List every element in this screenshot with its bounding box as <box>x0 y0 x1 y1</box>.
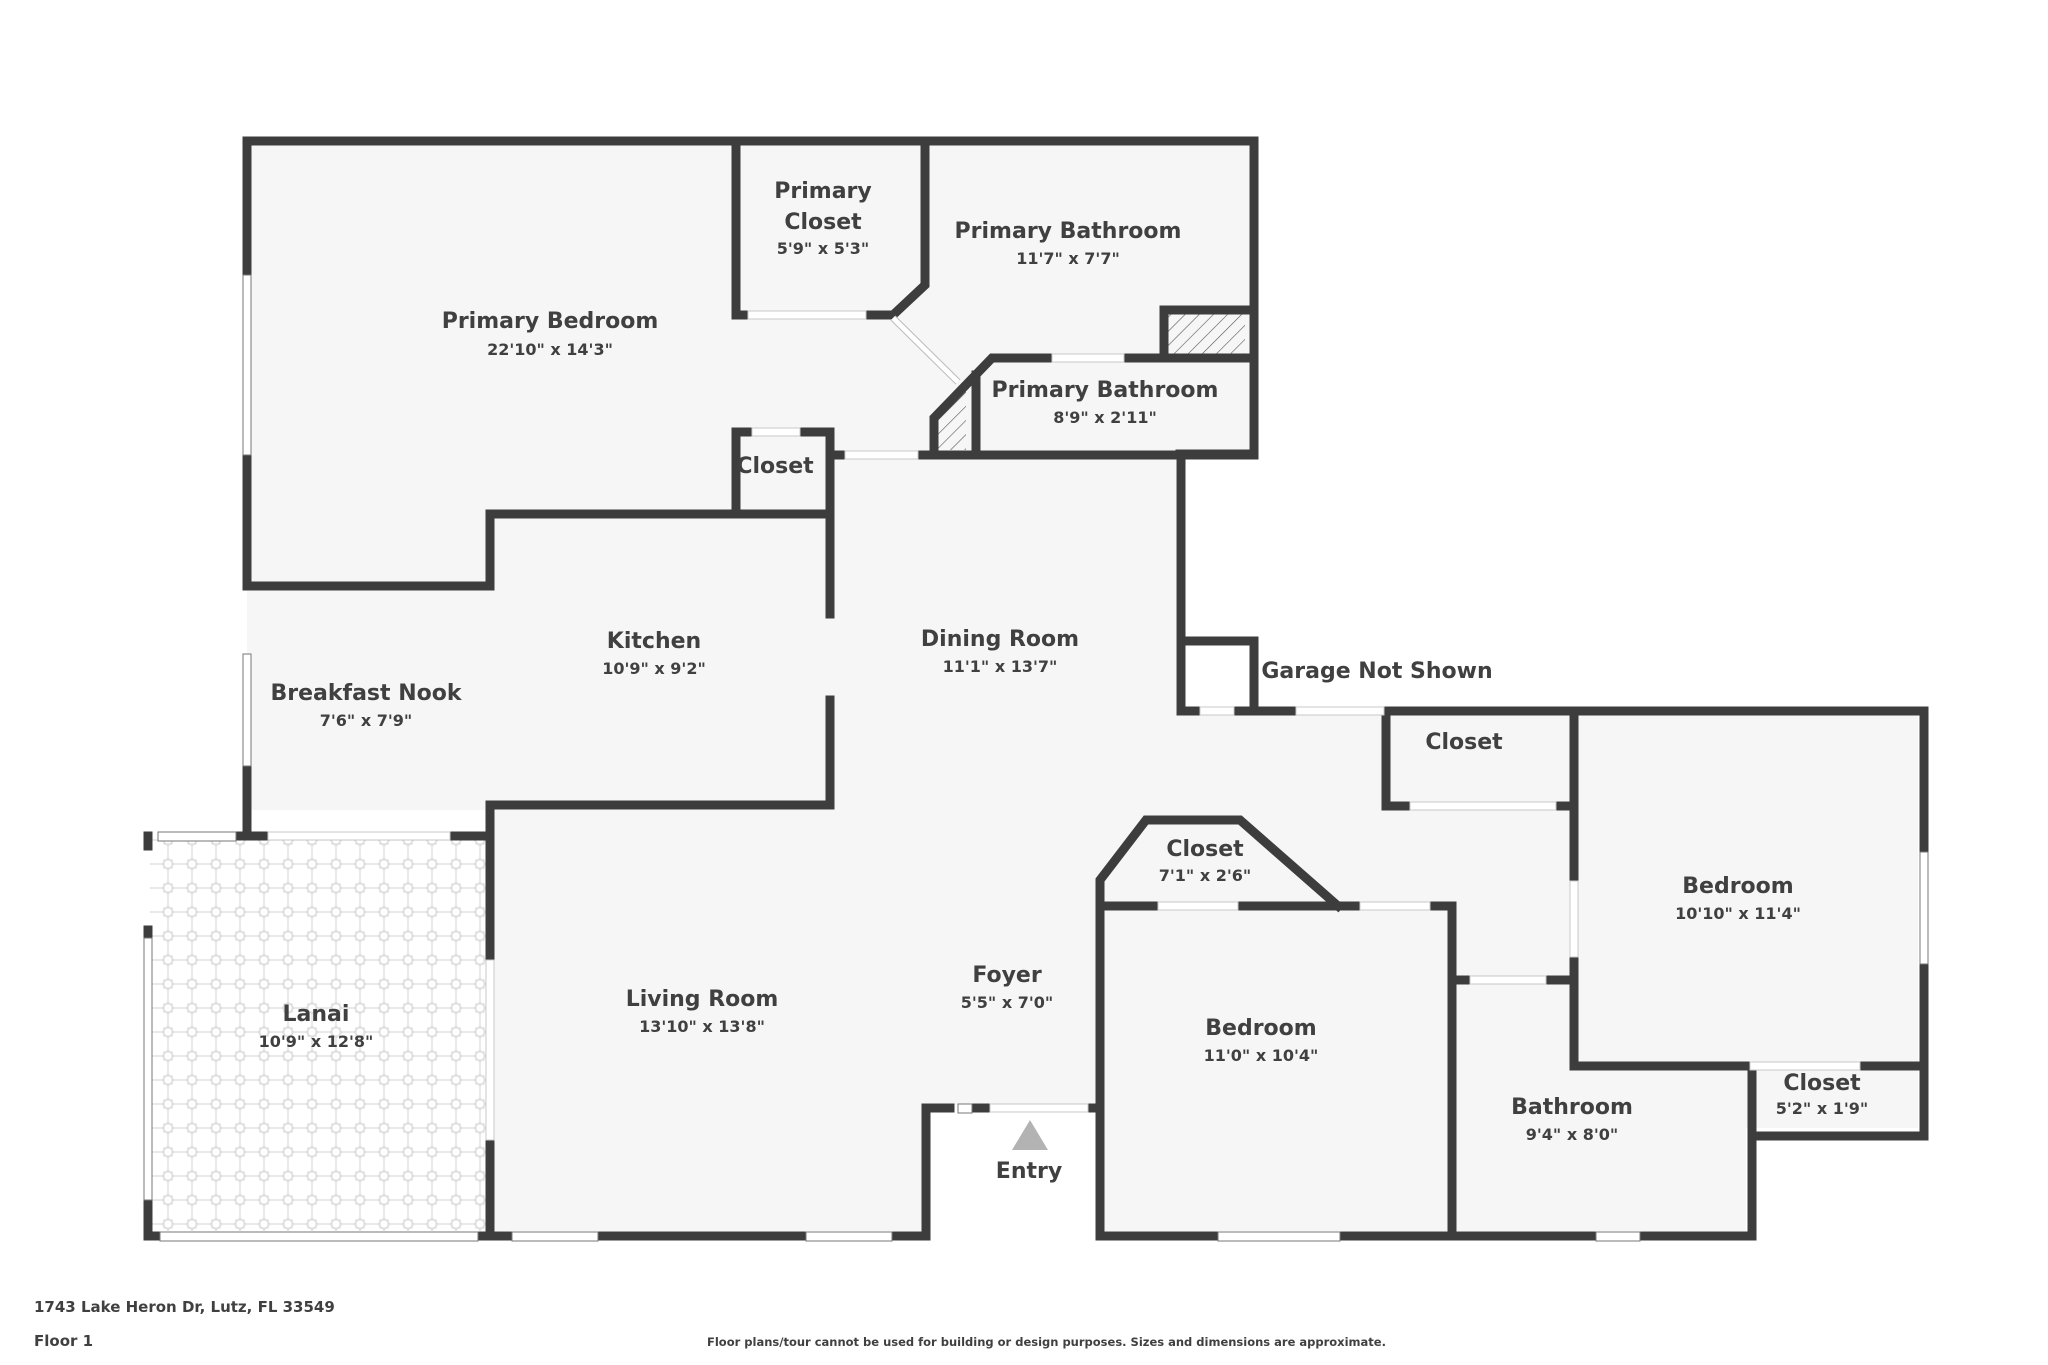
room-dim-primary-bedroom: 22'10" x 14'3" <box>487 340 613 359</box>
window-living-right <box>805 1231 893 1242</box>
room-dim-dining-room: 11'1" x 13'7" <box>943 657 1058 676</box>
room-dim-closet-angled: 7'1" x 2'6" <box>1159 866 1251 885</box>
lanai-tile-floor <box>150 832 488 1231</box>
window-breakfast-nook <box>242 653 252 767</box>
property-address: 1743 Lake Heron Dr, Lutz, FL 33549 <box>34 1298 335 1316</box>
floor-label: Floor 1 <box>34 1332 94 1350</box>
entry-label: Entry <box>996 1159 1062 1184</box>
window-primary-bedroom <box>242 274 252 456</box>
room-dim-primary-bathroom-2: 8'9" x 2'11" <box>1053 408 1157 427</box>
room-name-primary-bathroom-1: Primary Bathroom <box>955 219 1182 244</box>
window-bathroom <box>1595 1231 1641 1242</box>
room-name-breakfast-nook: Breakfast Nook <box>271 681 463 706</box>
entry-arrow-icon <box>1012 1120 1048 1150</box>
window-entry <box>957 1103 973 1114</box>
room-dim-kitchen: 10'9" x 9'2" <box>602 659 706 678</box>
room-dim-bedroom-center: 11'0" x 10'4" <box>1204 1046 1319 1065</box>
room-dim-foyer: 5'5" x 7'0" <box>961 993 1053 1012</box>
room-dim-living-room: 13'10" x 13'8" <box>639 1017 765 1036</box>
room-name-bedroom-right: Bedroom <box>1682 874 1793 899</box>
windows <box>143 274 1929 1242</box>
window-bedroom-center <box>1217 1231 1341 1242</box>
room-name-kitchen: Kitchen <box>607 629 701 654</box>
room-dim-bathroom: 9'4" x 8'0" <box>1526 1125 1618 1144</box>
room-dim-breakfast-nook: 7'6" x 7'9" <box>320 711 412 730</box>
window-living-left <box>511 1231 599 1242</box>
room-name-closet-small: Closet <box>1783 1071 1861 1096</box>
room-name-closet-right: Closet <box>1425 730 1503 755</box>
room-name-primary-closet-line2: Closet <box>784 210 862 235</box>
hatched-shaft-2 <box>934 388 966 450</box>
room-name-living-room: Living Room <box>626 987 779 1012</box>
room-dim-bedroom-right: 10'10" x 11'4" <box>1675 904 1801 923</box>
floor-fills <box>150 141 1918 1231</box>
room-name-dining-room: Dining Room <box>921 627 1079 652</box>
door-openings <box>267 310 1861 1141</box>
room-name-bedroom-center: Bedroom <box>1205 1016 1316 1041</box>
hatched-shaft-1 <box>1166 310 1245 354</box>
room-dim-lanai: 10'9" x 12'8" <box>259 1032 374 1051</box>
room-name-primary-closet-line1: Primary <box>774 179 871 204</box>
room-name-bathroom: Bathroom <box>1511 1095 1633 1120</box>
room-name-closet-angled: Closet <box>1166 837 1244 862</box>
room-dim-primary-bathroom-1: 11'7" x 7'7" <box>1016 249 1120 268</box>
room-labels: Primary Bedroom 22'10" x 14'3" Primary C… <box>259 179 1869 1184</box>
window-lanai-top <box>157 831 237 842</box>
window-lanai-bottom <box>159 1231 479 1242</box>
room-name-primary-bathroom-2: Primary Bathroom <box>992 378 1219 403</box>
room-name-foyer: Foyer <box>972 963 1042 988</box>
window-bedroom-right <box>1919 851 1929 965</box>
room-name-lanai: Lanai <box>283 1002 350 1027</box>
garage-not-shown-label: Garage Not Shown <box>1261 659 1492 684</box>
window-lanai-left <box>143 937 153 1201</box>
room-name-primary-bedroom: Primary Bedroom <box>442 309 659 334</box>
room-dim-closet-small: 5'2" x 1'9" <box>1776 1099 1868 1118</box>
room-name-closet-hall: Closet <box>736 454 814 479</box>
disclaimer-text: Floor plans/tour cannot be used for buil… <box>707 1335 1386 1349</box>
walls <box>143 136 1929 1241</box>
room-dim-primary-closet: 5'9" x 5'3" <box>777 239 869 258</box>
